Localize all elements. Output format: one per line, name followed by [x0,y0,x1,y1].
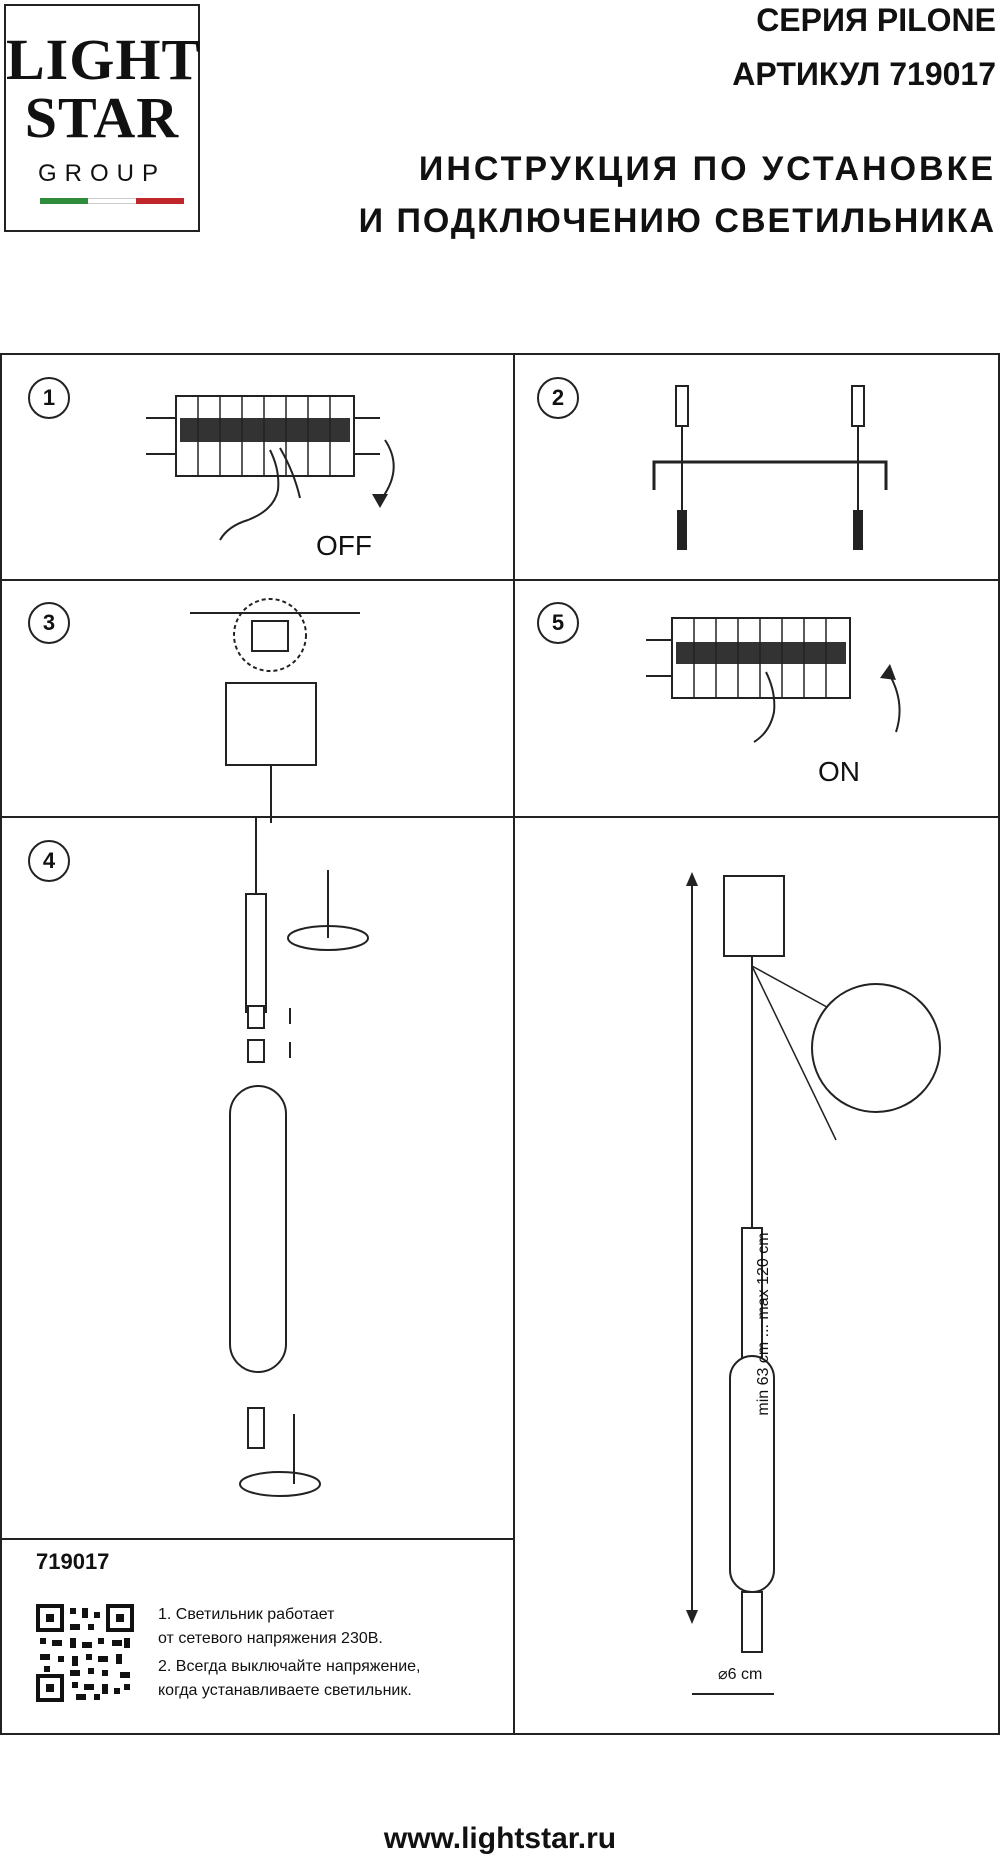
note-1-line-1: 1. Светильник работает [158,1606,335,1623]
panel-divider-row-1 [2,579,1000,581]
step-5-badge: 5 [537,602,579,644]
brand-logo: LIGHT STAR GROUP [4,4,200,232]
logo-line-2: STAR [24,85,180,150]
step-2-badge: 2 [537,377,579,419]
mounting-bracket-illustration [652,385,888,550]
instruction-panels [0,353,1000,1735]
step-3-badge: 3 [28,602,70,644]
note-2-line-2: когда устанавливаете светильник. [158,1682,412,1699]
dimensions-illustration [686,872,941,1695]
product-code: 719017 [36,1549,110,1574]
diameter-dimension: ⌀6 cm [718,1666,763,1683]
on-label: ON [818,756,860,787]
step-1-badge: 1 [28,377,70,419]
panel-divider-notes [2,1538,514,1540]
breaker-on-illustration [646,617,901,743]
logo-line-3: GROUP [37,160,166,187]
canopy-wiring-illustration [190,598,360,823]
article-number: АРТИКУЛ 719017 [732,56,996,92]
logo-line-1: LIGHT [6,27,202,92]
assembly-illustration [229,818,369,1497]
panel-divider-row-2 [2,816,1000,818]
panel-divider-vertical [513,355,515,1735]
website-link[interactable]: www.lightstar.ru [383,1822,617,1855]
instruction-title-line-2: И ПОДКЛЮЧЕНИЮ СВЕТИЛЬНИКА [358,202,996,240]
breaker-off-illustration [146,395,395,541]
height-dimension: min 63 cm ... max 120 cm [755,1232,772,1416]
qr-code [36,1604,134,1702]
note-2-line-1: 2. Всегда выключайте напряжение, [158,1658,421,1675]
italian-flag-stripe [40,198,184,204]
series-title: СЕРИЯ PILONE [756,2,996,38]
off-label: OFF [316,530,372,561]
note-1-line-2: от сетевого напряжения 230В. [158,1630,383,1647]
instruction-title-line-1: ИНСТРУКЦИЯ ПО УСТАНОВКЕ [418,150,996,188]
step-4-badge: 4 [28,840,70,882]
